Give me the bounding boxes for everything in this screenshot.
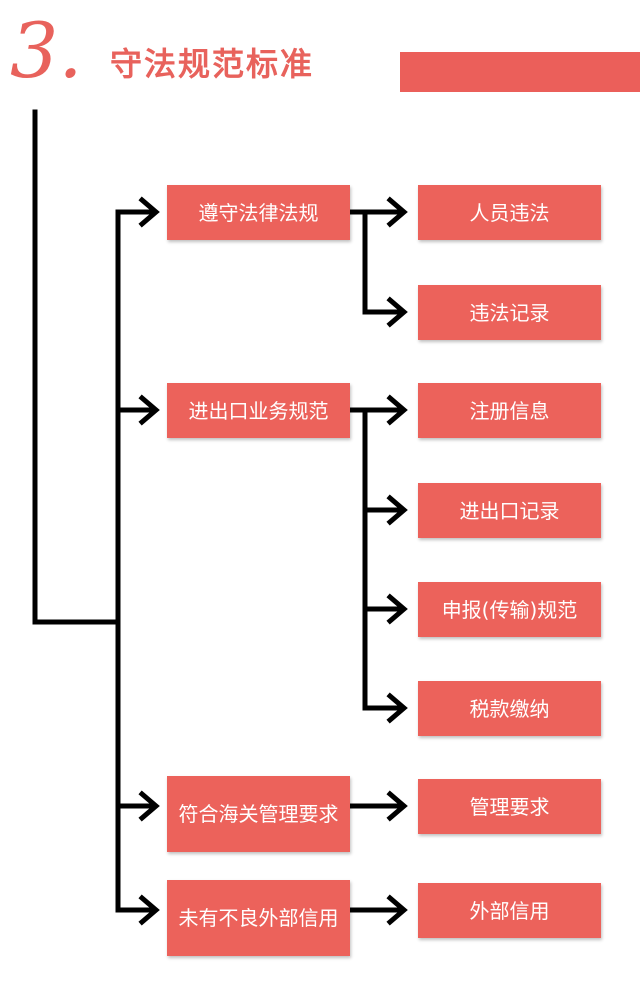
category-node: 遵守法律法规 <box>167 185 350 240</box>
arrow-g2-3 <box>386 593 408 625</box>
item-node: 注册信息 <box>418 383 601 438</box>
branch-g2 <box>347 407 405 711</box>
arrow-g2-4 <box>386 692 408 724</box>
arrow-g2-1 <box>386 394 408 426</box>
title-decor-bar <box>400 52 640 92</box>
arrow-g1-1 <box>386 196 408 228</box>
trunk-line <box>32 109 121 625</box>
item-node: 人员违法 <box>418 185 601 240</box>
category-node: 未有不良外部信用 <box>167 880 350 956</box>
arrow-cat-1 <box>138 196 160 228</box>
arrow-g4-1 <box>386 894 408 926</box>
section-title: 守法规范标准 <box>110 45 315 83</box>
item-node: 违法记录 <box>418 285 601 340</box>
arrow-cat-3 <box>138 790 160 822</box>
category-node: 符合海关管理要求 <box>167 776 350 852</box>
item-node: 管理要求 <box>418 779 601 834</box>
item-node: 外部信用 <box>418 883 601 938</box>
section-number: 3. <box>10 6 83 95</box>
item-node: 税款缴纳 <box>418 681 601 736</box>
branch-g1 <box>347 209 405 315</box>
arrow-g2-2 <box>386 494 408 526</box>
item-node: 申报(传输)规范 <box>418 582 601 637</box>
category-node: 进出口业务规范 <box>167 383 350 438</box>
arrow-g3-1 <box>386 790 408 822</box>
arrow-cat-2 <box>138 394 160 426</box>
arrow-g1-2 <box>386 296 408 328</box>
arrow-cat-4 <box>138 894 160 926</box>
item-node: 进出口记录 <box>418 483 601 538</box>
